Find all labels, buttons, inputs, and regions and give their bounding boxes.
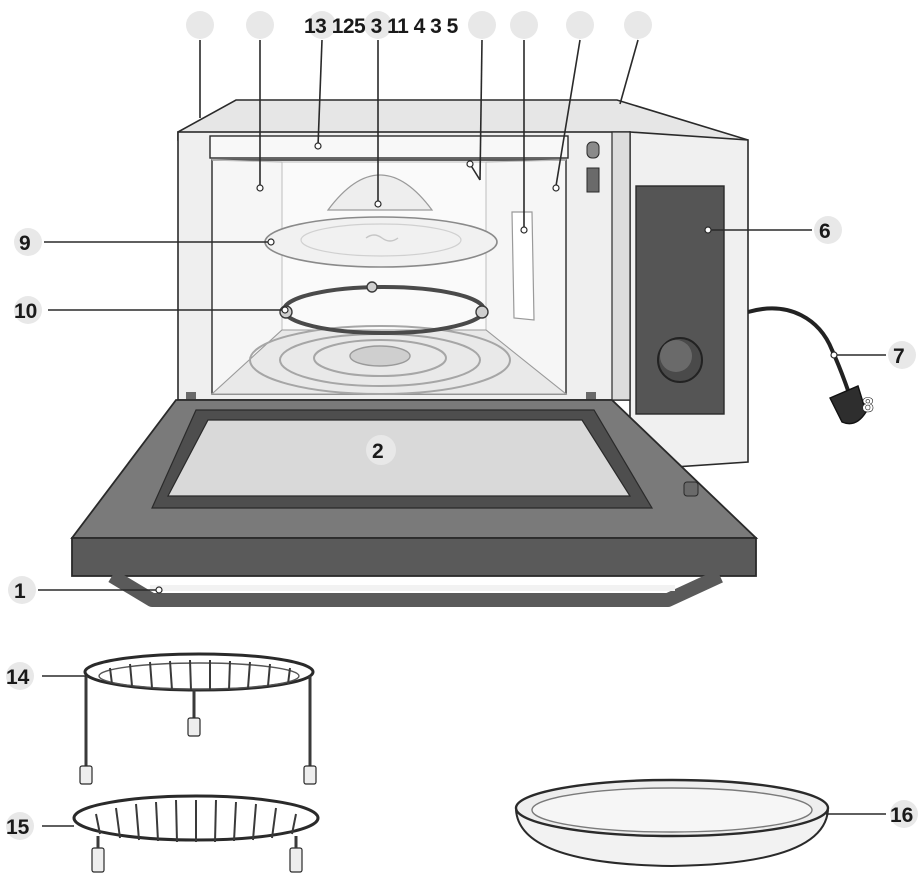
top-callout-numbers: 13 125 3 11 4 3 5 <box>304 15 459 38</box>
oven-door <box>70 392 759 607</box>
callout-2: 2 <box>366 435 396 465</box>
callout-1: 1 <box>8 576 163 604</box>
low-rack <box>72 794 320 873</box>
svg-text:15: 15 <box>6 816 30 839</box>
crusty-plate <box>514 778 830 868</box>
top-label-bubbles <box>186 11 652 39</box>
svg-text:8: 8 <box>862 394 874 417</box>
glass-turntable <box>264 216 498 268</box>
leader-lines-top <box>199 39 639 234</box>
callout-6: 6 <box>704 216 842 244</box>
svg-text:1: 1 <box>14 580 26 603</box>
callout-8: 8 <box>862 394 875 418</box>
svg-text:16: 16 <box>890 804 913 827</box>
svg-text:9: 9 <box>19 232 31 255</box>
power-cord <box>747 306 867 425</box>
svg-text:6: 6 <box>819 220 831 243</box>
control-panel <box>635 185 725 415</box>
oven-cavity <box>209 135 569 395</box>
svg-text:2: 2 <box>372 440 384 463</box>
high-rack <box>79 652 317 785</box>
callout-15: 15 <box>6 812 74 840</box>
door-interlock-slots <box>586 141 600 193</box>
callout-14: 14 <box>6 662 86 690</box>
callout-10: 10 <box>14 296 289 324</box>
callout-7: 7 <box>830 341 916 369</box>
svg-text:10: 10 <box>14 300 37 323</box>
svg-text:7: 7 <box>893 345 905 368</box>
callout-9: 9 <box>14 228 275 256</box>
callout-16: 16 <box>826 800 918 828</box>
svg-text:14: 14 <box>6 666 30 689</box>
